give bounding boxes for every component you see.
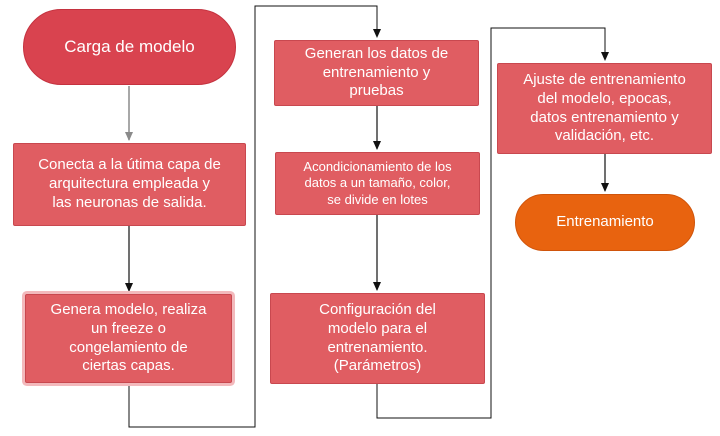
node-ajuste-entrenamiento-label: Ajuste de entrenamiento del modelo, epoc…	[523, 71, 686, 145]
node-genera-modelo: Genera modelo, realiza un freeze o conge…	[25, 294, 232, 383]
node-carga-modelo-label: Carga de modelo	[64, 37, 195, 57]
node-generan-datos-label: Generan los datos de entrenamiento y pru…	[304, 44, 449, 100]
node-ajuste-entrenamiento: Ajuste de entrenamiento del modelo, epoc…	[497, 63, 712, 154]
node-conecta-capa: Conecta a la útima capa de arquitectura …	[13, 143, 246, 226]
node-configuracion: Configuración del modelo para el entrena…	[270, 293, 485, 384]
node-genera-modelo-label: Genera modelo, realiza un freeze o conge…	[50, 301, 207, 375]
node-acondicionamiento: Acondicionamiento de los datos a un tama…	[275, 152, 480, 215]
node-carga-modelo: Carga de modelo	[23, 9, 236, 85]
node-entrenamiento: Entrenamiento	[515, 194, 695, 251]
node-configuracion-label: Configuración del modelo para el entrena…	[319, 301, 436, 375]
connector-configuracion-to-ajuste	[376, 27, 609, 419]
node-generan-datos: Generan los datos de entrenamiento y pru…	[274, 40, 479, 106]
connector-genera-to-generan	[128, 5, 381, 428]
node-conecta-capa-label: Conecta a la útima capa de arquitectura …	[38, 156, 221, 211]
node-entrenamiento-label: Entrenamiento	[556, 213, 654, 231]
node-acondicionamiento-label: Acondicionamiento de los datos a un tama…	[303, 159, 452, 207]
